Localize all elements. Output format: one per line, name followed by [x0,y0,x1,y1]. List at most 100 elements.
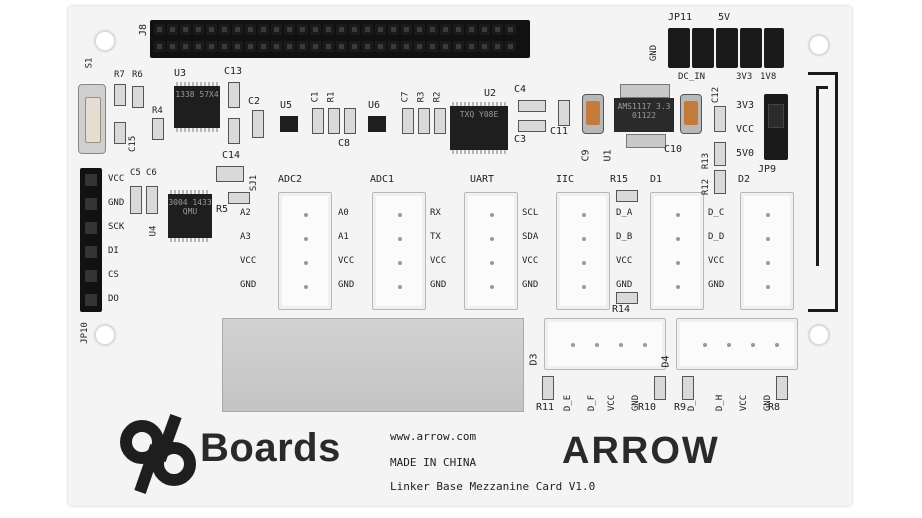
c4-label: C4 [514,84,527,95]
conn-d2[interactable] [740,192,794,310]
conn-d4-pin-dh: D_H [715,394,726,412]
conn-d1[interactable] [650,192,704,310]
conn-d2-pin-dc: D_C [708,208,725,218]
c12-capacitor [714,106,726,132]
r4-resistor [152,118,164,140]
conn-adc2-pin-gnd: GND [240,280,257,290]
j8-label: J8 [138,23,149,36]
r2-resistor [434,108,446,134]
conn-adc1[interactable] [372,192,426,310]
conn-d3-pin-df: D_F [587,394,598,412]
conn-iic-pin-gnd: GND [522,280,539,290]
u6-label: U6 [368,100,381,111]
u1-label: U1 [602,149,614,162]
u4-marking: 3004 1433 QMU [168,198,212,216]
r6-label: R6 [132,70,143,80]
u1-pins [626,134,666,148]
conn-adc2-pin-a3: A3 [240,232,251,242]
jp11-label: JP11 [668,12,693,23]
j8-header [150,20,530,58]
conn-adc2-name: ADC2 [278,174,303,185]
c13-label: C13 [224,66,243,77]
conn-uart-pin-tx: TX [430,232,441,242]
r13-resistor [714,142,726,166]
conn-d3[interactable] [544,318,666,370]
r1-resistor [328,108,340,134]
conn-adc1-pin-vcc: VCC [338,256,355,266]
r3-resistor [418,108,430,134]
r9-resistor [682,376,694,400]
conn-d4-name: D4 [660,355,672,368]
c6-label: C6 [146,168,157,178]
jp9-label: JP9 [758,164,777,175]
c12-label: C12 [711,86,722,104]
c5-capacitor [130,186,142,214]
96boards-logo-icon [120,413,196,494]
conn-uart-pin-vcc: VCC [430,256,447,266]
r15-resistor [616,190,638,202]
r5-resistor [228,192,250,204]
r10-label: R10 [638,402,657,413]
jp9-vcc-label: VCC [736,124,755,135]
jp10-pin-do: DO [108,294,119,304]
conn-uart-name: UART [470,174,495,185]
jp10-pin-sck: SCK [108,222,125,232]
r7-resistor [114,84,126,106]
c11-capacitor [558,100,570,126]
c15-label: C15 [128,135,138,152]
c9-label: C9 [580,149,592,162]
r9-label: R9 [674,402,687,413]
boards-wordmark: Boards [200,426,341,470]
c10-capacitor [680,94,702,134]
s1-button[interactable] [78,84,106,154]
u1-marking: AMS1117 3.3 01122 [617,102,671,120]
jp9-3v3-label: 3V3 [736,100,755,111]
u2-marking: TXQ Y08E [459,110,499,119]
conn-uart-pin-gnd: GND [430,280,447,290]
u4-label: U4 [148,225,159,237]
r10-resistor [654,376,666,400]
pcb-board: J8 S1 R7 R6 C15 R4 U3 1338 57X4 [68,6,852,506]
r6-resistor [132,86,144,108]
r8-label: R8 [768,402,781,413]
conn-uart[interactable] [464,192,518,310]
r8-resistor [776,376,788,400]
c8-label: C8 [338,138,351,149]
c13-capacitor [228,82,240,108]
conn-iic[interactable] [556,192,610,310]
conn-d1-pin-db: D_B [616,232,633,242]
conn-iic-pin-vcc: VCC [522,256,539,266]
c2-capacitor [252,110,264,138]
u2-label: U2 [484,88,497,99]
u4-chip: 3004 1433 QMU [168,190,212,242]
conn-d2-pin-gnd: GND [708,280,725,290]
conn-adc2[interactable] [278,192,332,310]
jp11-dcin-label: DC_IN [678,72,706,82]
r14-label: R14 [612,304,631,315]
c13b-capacitor [228,118,240,144]
r12-resistor [714,170,726,194]
conn-adc1-pin-a1: A1 [338,232,349,242]
r11-label: R11 [536,402,555,413]
c14-label: C14 [222,150,241,161]
u3-marking: 1338 57X4 [175,90,219,99]
conn-adc2-pin-vcc: VCC [240,256,257,266]
c3-label: C3 [514,134,527,145]
jp10-pin-gnd: GND [108,198,125,208]
jp10-pin-di: DI [108,246,119,256]
conn-d1-name: D1 [650,174,663,185]
c10-label: C10 [664,144,683,155]
c1-label: C1 [310,91,321,103]
r15-label: R15 [610,174,629,185]
arrow-logo: ARROW [562,430,720,472]
made-in-china: MADE IN CHINA [390,456,477,469]
jp10-label: JP10 [79,322,90,344]
conn-d4[interactable] [676,318,798,370]
conn-d2-pin-dd: D_D [708,232,725,242]
conn-iic-name: IIC [556,174,575,185]
c15-capacitor [114,122,126,144]
board-window-cutout [222,318,524,412]
u3-label: U3 [174,68,187,79]
conn-d1-pin-vcc: VCC [616,256,633,266]
c7-capacitor [402,108,414,134]
